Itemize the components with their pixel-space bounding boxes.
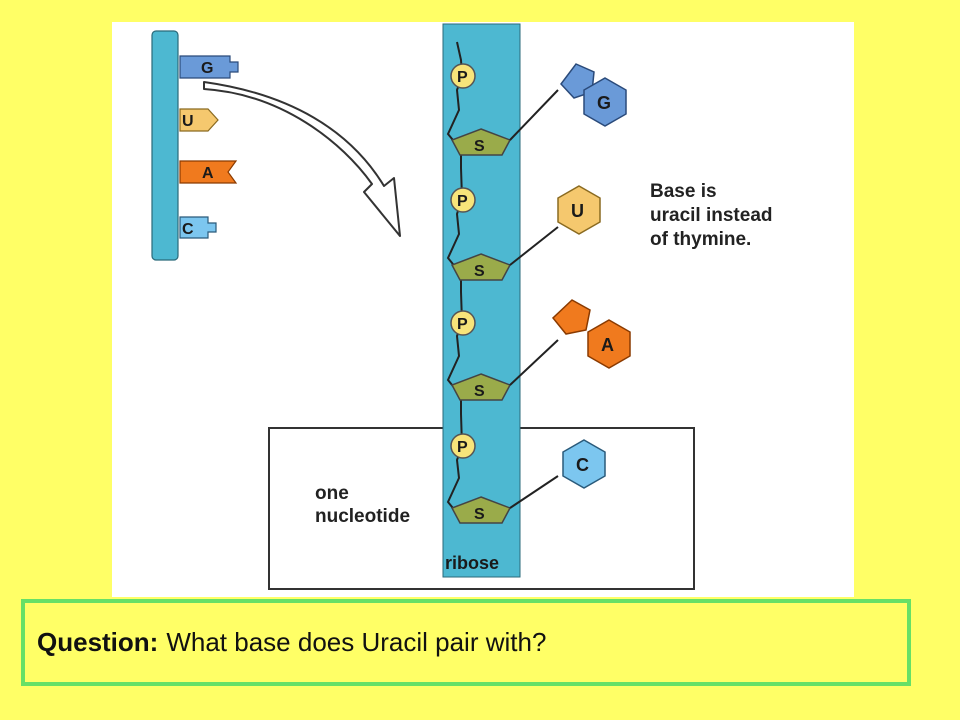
- mini-base-u-tab: [179, 108, 219, 132]
- phosphate-2-label: P: [457, 193, 468, 210]
- sugar-2-label: S: [474, 263, 485, 280]
- base-u-hexagon: [557, 185, 601, 235]
- uracil-note-line2: uracil instead: [650, 205, 773, 226]
- phosphate-2: [450, 187, 476, 213]
- base-u-label: U: [571, 201, 584, 221]
- glycosidic-bond-3: [509, 339, 559, 386]
- nucleotide-4: P S C: [450, 433, 606, 524]
- mini-strand: G U A C: [151, 30, 239, 261]
- sugar-3-label: S: [474, 383, 485, 400]
- mini-base-c-label: C: [182, 221, 194, 238]
- uracil-note-line1: Base is: [650, 181, 717, 202]
- base-g-hexagon: [583, 77, 627, 127]
- mini-strand-backbone: [151, 30, 179, 261]
- phosphate-1-label: P: [457, 69, 468, 86]
- question-text: What base does Uracil pair with?: [166, 627, 547, 657]
- sugar-4-label: S: [474, 506, 485, 523]
- mini-base-a-label: A: [202, 165, 214, 182]
- nucleotide-1: P S G: [450, 63, 627, 156]
- question-label: Question:: [37, 627, 159, 657]
- glycosidic-bond-2: [509, 226, 559, 266]
- sugar-3: [450, 373, 512, 401]
- mini-base-u-label: U: [182, 113, 194, 130]
- mini-base-g-label: G: [201, 60, 213, 77]
- rna-diagram: G U A C P S G P S U: [112, 22, 854, 597]
- nucleotide-2: P S U: [450, 185, 601, 281]
- glycosidic-bond-4: [509, 475, 559, 509]
- phosphate-4: [450, 433, 476, 459]
- base-c-label: C: [576, 455, 589, 475]
- rna-diagram-svg: G U A C P S G P S U: [151, 23, 773, 590]
- phosphate-4-label: P: [457, 439, 468, 456]
- sugar-1-label: S: [474, 138, 485, 155]
- ribose-backbone-column: [442, 23, 521, 578]
- sugar-1: [450, 128, 512, 156]
- glycosidic-bond-1: [509, 89, 559, 141]
- nucleotide-3: P S A: [450, 299, 631, 401]
- mini-base-c-tab: [179, 216, 217, 239]
- base-a-hexagon: [587, 319, 631, 369]
- phosphate-1: [450, 63, 476, 89]
- sugar-4: [450, 496, 512, 524]
- base-g-label: G: [597, 93, 611, 113]
- base-a-label: A: [601, 335, 614, 355]
- ribose-label: ribose: [445, 553, 499, 573]
- zoom-arrow: [203, 81, 401, 237]
- one-nucleotide-label-line2: nucleotide: [315, 506, 410, 527]
- mini-base-a-tab: [179, 160, 238, 184]
- one-nucleotide-label-line1: one: [315, 483, 349, 504]
- base-a-pentagon: [551, 299, 591, 335]
- base-c-hexagon: [562, 439, 606, 489]
- uracil-note-line3: of thymine.: [650, 229, 751, 250]
- mini-base-g-tab: [179, 55, 239, 79]
- phosphate-3-label: P: [457, 316, 468, 333]
- phosphate-3: [450, 310, 476, 336]
- question-box: Question: What base does Uracil pair wit…: [21, 599, 911, 686]
- sugar-2: [450, 253, 512, 281]
